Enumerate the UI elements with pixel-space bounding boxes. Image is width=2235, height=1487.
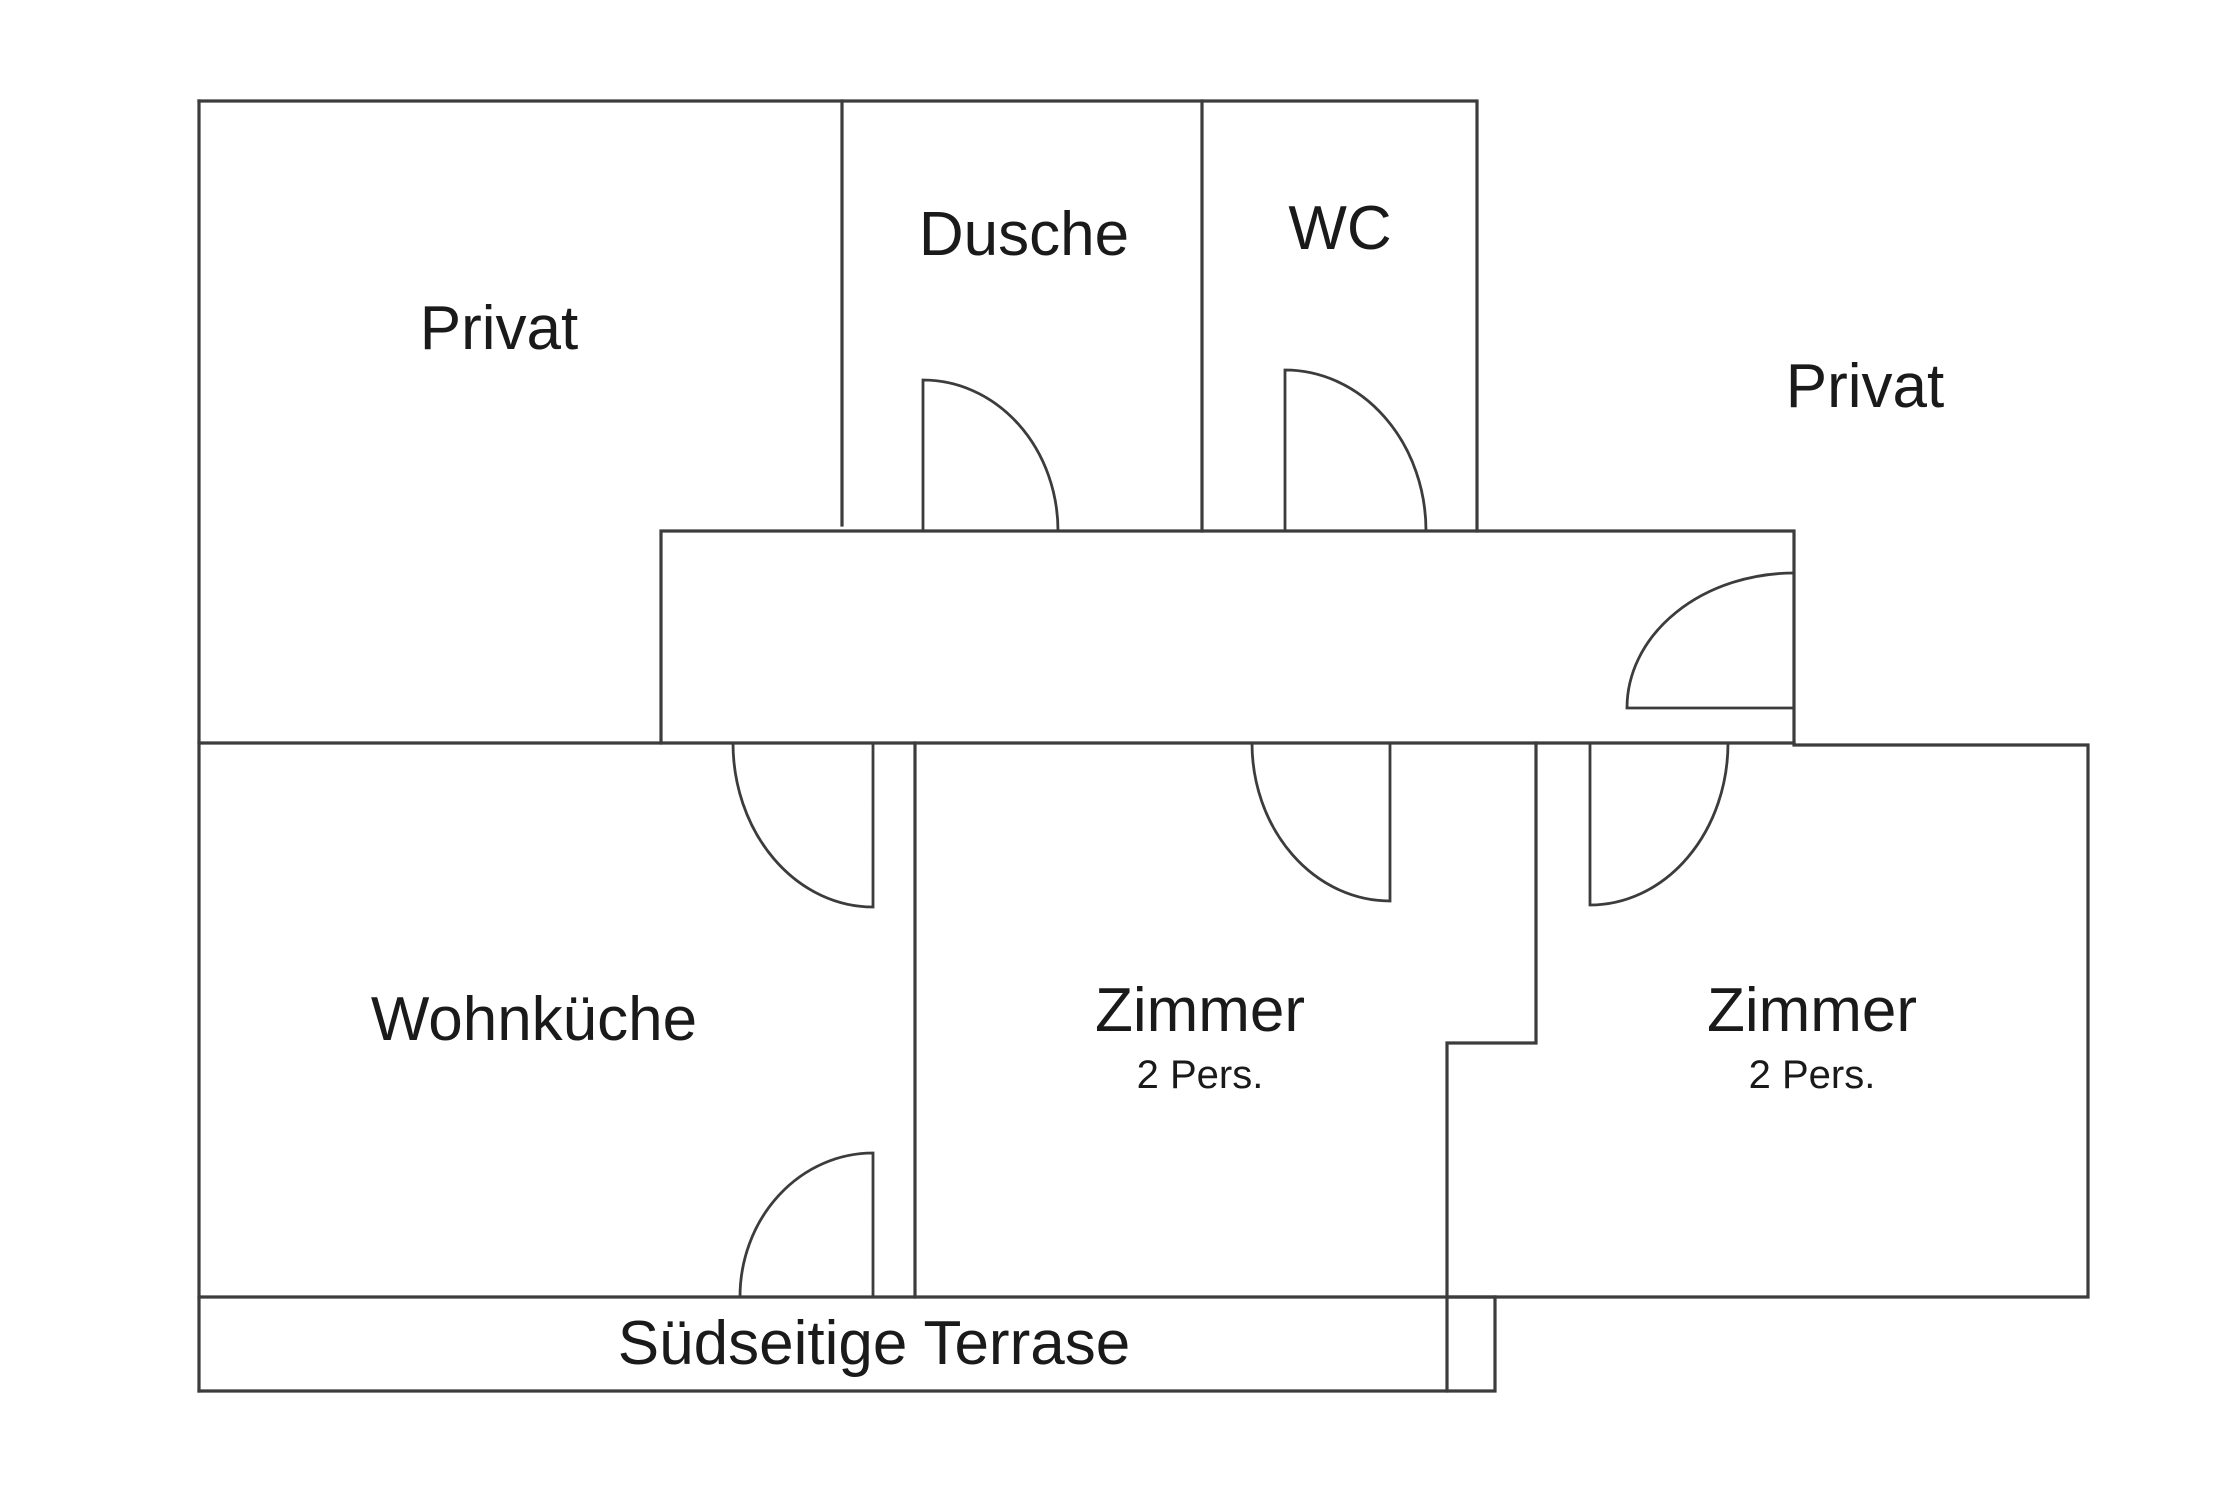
walls xyxy=(197,99,2090,1393)
wall-hallway xyxy=(659,529,1796,745)
room-label-dusche: Dusche xyxy=(919,200,1129,269)
doors xyxy=(731,368,1796,1299)
room-labels: Privat Dusche WC Privat Wohnküche Zimmer… xyxy=(371,194,1944,1378)
door-wc[interactable] xyxy=(1283,368,1428,533)
room-label-zimmer-middle: Zimmer xyxy=(1095,976,1305,1045)
room-label-wohnkueche: Wohnküche xyxy=(371,985,697,1054)
room-label-privat-left: Privat xyxy=(420,294,578,363)
room-label-zimmer-right: Zimmer xyxy=(1707,976,1917,1045)
door-terrace[interactable] xyxy=(738,1151,875,1299)
door-privat-right[interactable] xyxy=(1625,571,1796,710)
room-label-privat-right: Privat xyxy=(1786,352,1944,421)
door-dusche[interactable] xyxy=(921,378,1060,533)
wall-top xyxy=(197,99,1479,533)
door-zimmer-middle[interactable] xyxy=(1250,741,1392,903)
wall-right-room-step xyxy=(1445,741,1538,1393)
room-label-terrasse: Südseitige Terrase xyxy=(618,1309,1130,1378)
door-zimmer-right[interactable] xyxy=(1588,741,1730,907)
wall-terrace xyxy=(197,1295,1497,1393)
room-capacity-zimmer-right: 2 Pers. xyxy=(1749,1053,1876,1097)
door-wohnkueche-hall[interactable] xyxy=(731,741,875,909)
wall-right-room xyxy=(1445,743,2090,1299)
room-label-wc: WC xyxy=(1288,194,1391,263)
room-capacity-zimmer-middle: 2 Pers. xyxy=(1137,1053,1264,1097)
